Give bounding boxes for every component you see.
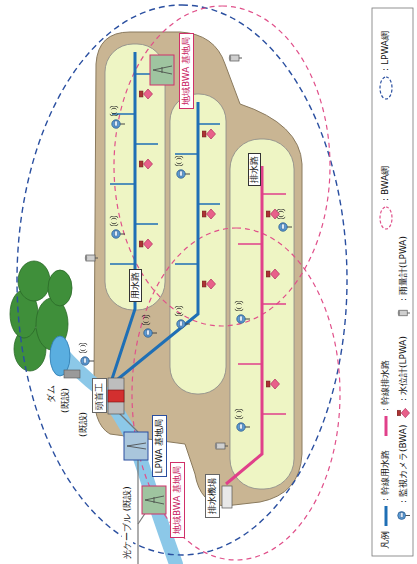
legend-heading: 凡例 bbox=[380, 530, 391, 550]
trunk-irrigation bbox=[110, 52, 220, 379]
base-station-box: 地域BWA 基地局 bbox=[170, 462, 185, 538]
water-level-gauges bbox=[139, 89, 280, 389]
node-text: 地域BWA 基地局 bbox=[181, 37, 192, 105]
rain-gauges bbox=[85, 55, 242, 449]
node-text: 排水機場 bbox=[207, 478, 218, 514]
pump-station bbox=[222, 486, 232, 508]
node-text: 頭首工 bbox=[94, 383, 105, 410]
legend-text: ：幹線用水路 bbox=[380, 450, 391, 504]
station-photo bbox=[124, 55, 174, 514]
lpwa-area bbox=[17, 5, 347, 555]
land-region bbox=[94, 32, 302, 506]
canal-label: 排水路 bbox=[248, 153, 261, 186]
river bbox=[58, 349, 176, 564]
pump-station-box: 排水機場 bbox=[205, 474, 220, 518]
legend-text: ：BWA網 bbox=[380, 166, 391, 204]
legend-text: ：水位計(LPWA) bbox=[398, 336, 409, 404]
legend-frame bbox=[372, 8, 413, 556]
headworks-box: 頭首工 bbox=[92, 379, 107, 414]
base-station-box: LPWA 基地局 bbox=[152, 415, 167, 478]
monitoring-cameras bbox=[79, 106, 292, 431]
legend-text: ：幹線排水路 bbox=[380, 360, 391, 414]
legend-text: ：監視カメラ(BWA) bbox=[398, 425, 409, 506]
legend-text: ：雨量計(LPWA) bbox=[398, 236, 409, 304]
headworks bbox=[108, 378, 124, 414]
bwa-area bbox=[132, 228, 340, 560]
bwa-area bbox=[114, 6, 330, 326]
note-label: (既設) bbox=[60, 387, 71, 414]
base-station-box: 地域BWA 基地局 bbox=[179, 33, 194, 109]
note-label: (既設) bbox=[78, 411, 89, 438]
node-text: 地域BWA 基地局 bbox=[172, 466, 183, 534]
legend-text: ：LPWA網 bbox=[380, 31, 391, 74]
canal-label: 用水路 bbox=[129, 269, 142, 302]
facility-label: ダム bbox=[46, 384, 57, 404]
dam bbox=[64, 370, 80, 378]
cable-label: 光ケーブル (既設) bbox=[122, 485, 133, 560]
node-text: LPWA 基地局 bbox=[154, 419, 165, 474]
trunk-drainage bbox=[226, 166, 286, 484]
